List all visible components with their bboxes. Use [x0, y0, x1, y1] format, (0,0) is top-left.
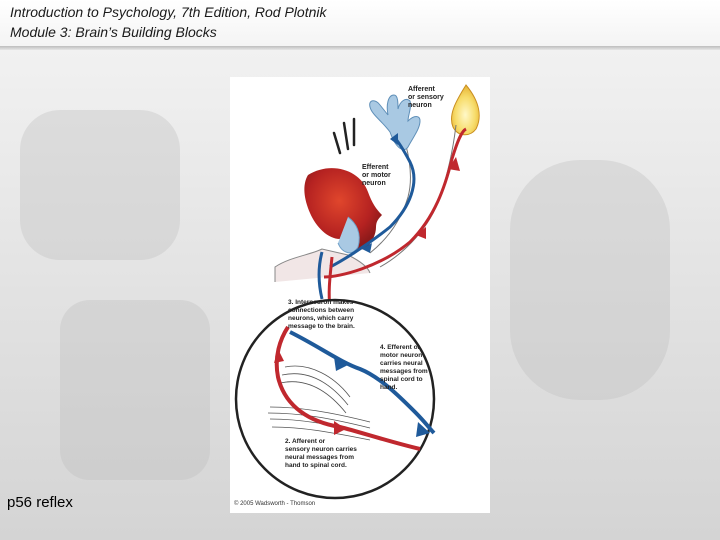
step4-label-line: carries neural: [380, 360, 423, 367]
efferent-label: Efferent or motor neuron: [362, 164, 391, 187]
copyright-text: © 2005 Wadsworth - Thomson: [234, 500, 315, 507]
header-divider: [0, 46, 720, 50]
efferent-label-line: Efferent: [362, 164, 389, 171]
spinal-link-blue: [317, 251, 324, 300]
candle-flame: [451, 84, 480, 136]
afferent-label-line: Afferent: [408, 86, 436, 93]
reflex-illustration: Afferent or sensory neuron Efferent or m…: [234, 84, 480, 507]
efferent-neuron-path: [329, 135, 416, 269]
background-shape: [60, 300, 210, 480]
interneuron-label-line: neurons, which carry: [288, 315, 354, 322]
slide-caption: p56 reflex: [7, 494, 73, 511]
interneuron-label-line: connections between: [288, 307, 354, 314]
interneuron-label-line: message to the brain.: [288, 323, 355, 330]
slide-header: Introduction to Psychology, 7th Edition,…: [0, 0, 720, 50]
step2-label: 2. Afferent or sensory neuron carries ne…: [285, 438, 357, 469]
interneuron-label-line: 3. Interneuron makes: [288, 299, 354, 306]
step4-label-line: messages from: [380, 368, 428, 375]
step4-label-line: motor neuron: [380, 352, 422, 359]
head: [304, 168, 382, 254]
arm-outline: [369, 124, 457, 268]
interneuron-label: 3. Interneuron makes connections between…: [288, 299, 355, 330]
detail-arrows: [274, 349, 430, 437]
efferent-label-line: neuron: [362, 180, 386, 187]
step4-label-line: 4. Efferent or: [380, 344, 421, 351]
reflex-figure: Afferent or sensory neuron Efferent or m…: [230, 77, 490, 513]
afferent-label-line: neuron: [408, 102, 432, 109]
step2-label-line: 2. Afferent or: [285, 438, 326, 445]
step4-label: 4. Efferent or motor neuron carries neur…: [380, 344, 428, 391]
startle-marks: [332, 117, 356, 155]
step4-label-line: hand.: [380, 384, 398, 391]
efferent-neuron-detail: [289, 330, 436, 435]
background-shape: [510, 160, 670, 400]
step2-label-line: neural messages from: [285, 454, 354, 461]
step4-label-line: spinal cord to: [380, 376, 423, 383]
afferent-neuron-path: [323, 127, 467, 279]
slide-subtitle: Module 3: Brain’s Building Blocks: [10, 24, 217, 40]
afferent-label-line: or sensory: [408, 94, 444, 101]
step2-label-line: sensory neuron carries: [285, 446, 357, 453]
afferent-label: Afferent or sensory neuron: [408, 86, 444, 109]
efferent-label-line: or motor: [362, 172, 391, 179]
slide-title: Introduction to Psychology, 7th Edition,…: [10, 4, 327, 20]
hand: [369, 94, 421, 151]
path-arrows: [362, 133, 460, 253]
background-shape: [20, 110, 180, 260]
spinal-cord-detail-circle: [234, 298, 436, 500]
step2-label-line: hand to spinal cord.: [285, 462, 347, 469]
